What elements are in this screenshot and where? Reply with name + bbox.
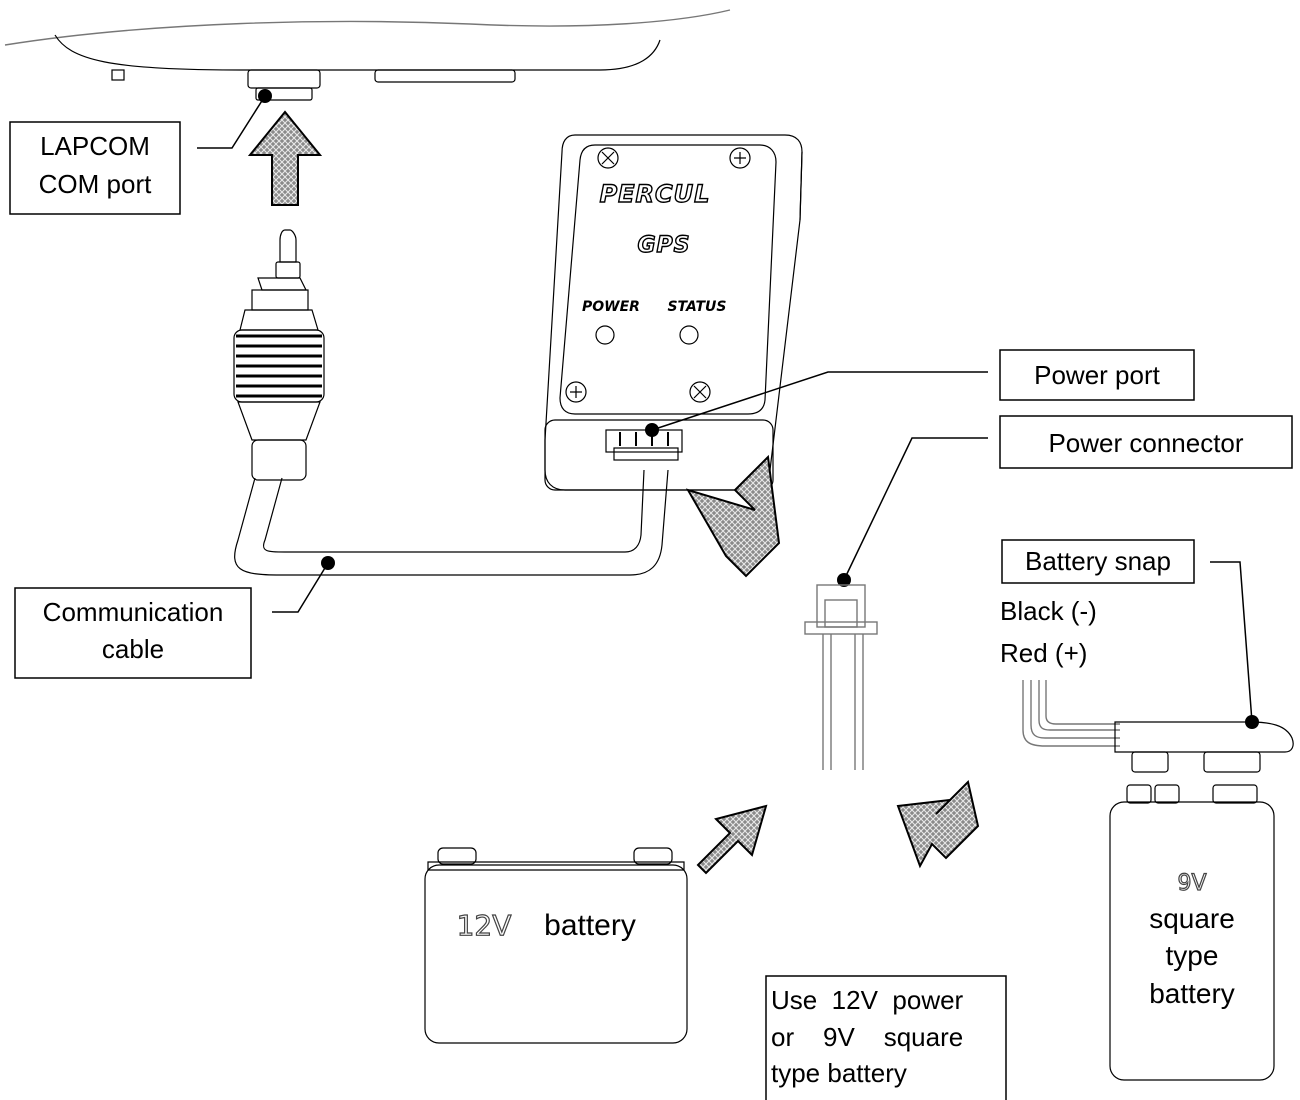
insert-power-arrow [685,454,781,578]
led-status-label: STATUS [667,299,726,315]
lapcom-leader-dot [258,89,272,103]
battery-9v-line3: battery [1149,978,1235,1009]
power-connector-label: Power connector [999,415,1293,469]
note-line-1: Use 12V power [771,985,964,1015]
battery-9v-line2: type [1166,940,1219,971]
note-line-2: or 9V square [771,1022,963,1052]
status-led [679,325,699,345]
lapcom-label: LAPCOM COM port [9,121,181,215]
red-wire-label: Red (+) [1000,638,1087,668]
black-wire-label: Black (-) [1000,596,1097,626]
power-connector [804,584,878,770]
battery-9v: 9V square type battery [1109,784,1275,1081]
power-connector-leader-dot [837,573,851,587]
power-led [595,325,615,345]
svg-text:Battery snap: Battery snap [1025,546,1171,576]
svg-text:COM port: COM port [39,169,152,199]
arrow-from-12v [696,804,768,875]
led-power-label: POWER [582,299,640,315]
audio-jack-plug [233,229,325,481]
comm-leader-line [272,562,329,613]
power-connector-leader-line [843,437,988,581]
svg-text:Power port: Power port [1034,360,1160,390]
battery-9v-line1: square [1149,903,1235,934]
note-line-3: type battery [771,1058,907,1088]
svg-text:Power connector: Power connector [1048,428,1243,458]
svg-text:cable: cable [102,634,164,664]
screw-icon [597,147,619,169]
lapcom-foot [111,69,125,81]
power-port-leader-dot [645,423,659,437]
communication-cable [234,469,669,576]
comm-leader-dot [321,556,335,570]
battery-12v-voltage: 12V [457,909,512,942]
screw-icon [689,381,711,403]
battery-snap-leader-line [1210,561,1253,723]
svg-text:Communication: Communication [43,597,224,627]
lapcom-com-port [247,69,321,101]
lapcom-device [4,9,731,101]
arrow-from-9v [896,780,980,869]
power-note-box: Use 12V power or 9V square type battery [765,975,1007,1100]
insert-up-arrow [247,110,323,206]
device-top-panel [559,144,777,415]
communication-cable-label: Communication cable [14,587,252,679]
device-model: GPS [637,233,690,258]
battery-snap [1022,680,1294,773]
lapcom-slot [374,69,516,83]
battery-snap-label: Battery snap [1001,539,1195,584]
battery-12v: 12V battery [424,847,688,1044]
svg-text:LAPCOM: LAPCOM [40,131,150,161]
power-port-label: Power port [999,349,1195,401]
screw-icon [729,147,751,169]
screw-icon [565,381,587,403]
device-brand: PERCUL [600,180,711,208]
lapcom-leader-line [197,95,266,149]
battery-12v-label: battery [544,909,636,942]
battery-9v-voltage: 9V [1177,871,1206,896]
device-power-port [605,429,683,461]
power-port-leader-line [651,371,988,431]
gps-device: PERCUL GPS POWER STATUS [544,134,803,491]
